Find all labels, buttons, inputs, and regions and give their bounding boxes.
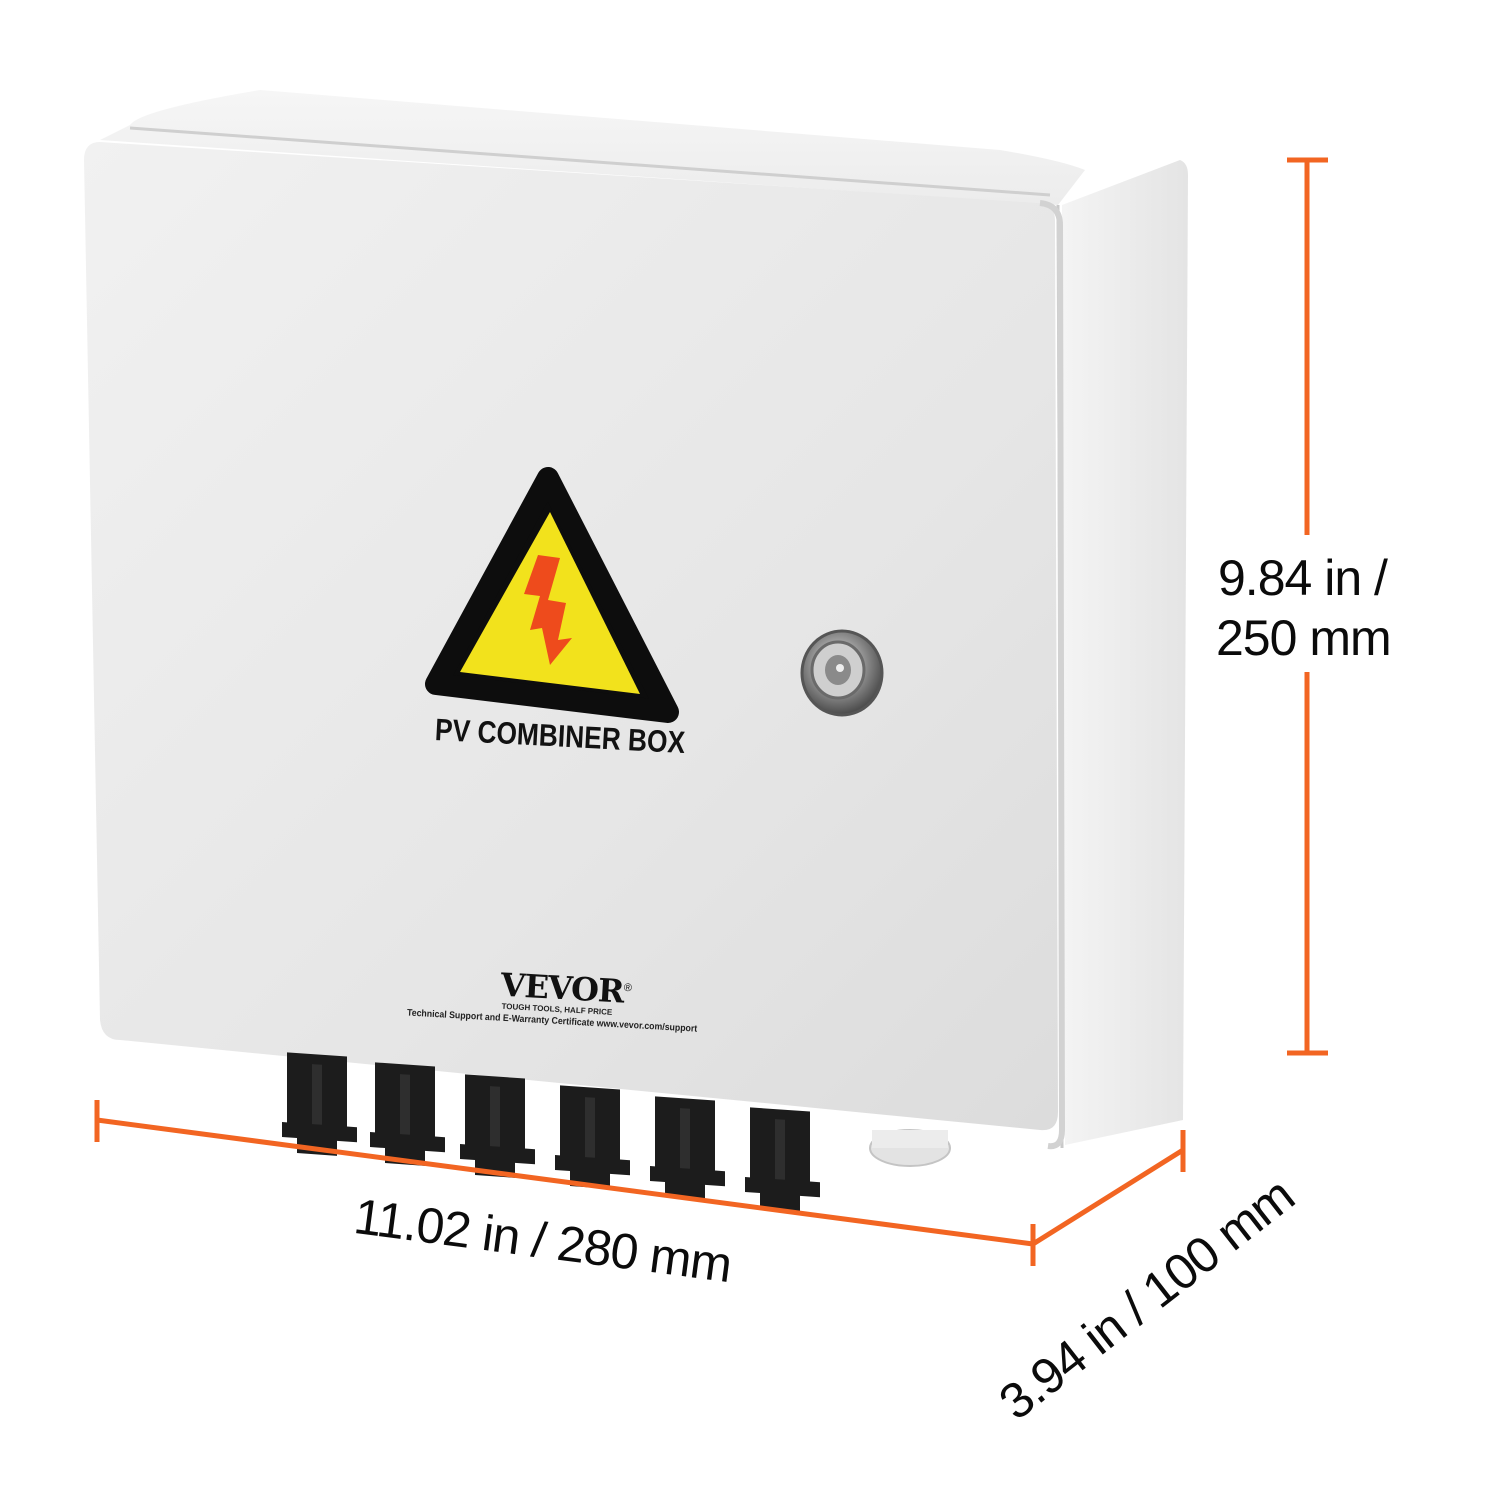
connector-5 [650,1096,725,1200]
connector-4 [555,1085,630,1189]
high-voltage-warning-icon [425,467,679,723]
connector-1 [282,1052,357,1156]
height-label-line1: 9.84 in / [1218,550,1388,606]
width-dimension-line [94,1100,1036,1266]
connector-row [282,1052,820,1211]
height-dimension-line [1287,157,1328,1056]
depth-dimension-line [1031,1130,1186,1247]
key-lock-icon [800,629,884,717]
enclosure-top [100,90,1085,205]
height-label-line2: 250 mm [1216,610,1392,666]
cable-gland [869,1129,951,1167]
connector-6 [745,1107,820,1211]
connector-3 [460,1074,535,1178]
connector-2 [370,1062,445,1166]
